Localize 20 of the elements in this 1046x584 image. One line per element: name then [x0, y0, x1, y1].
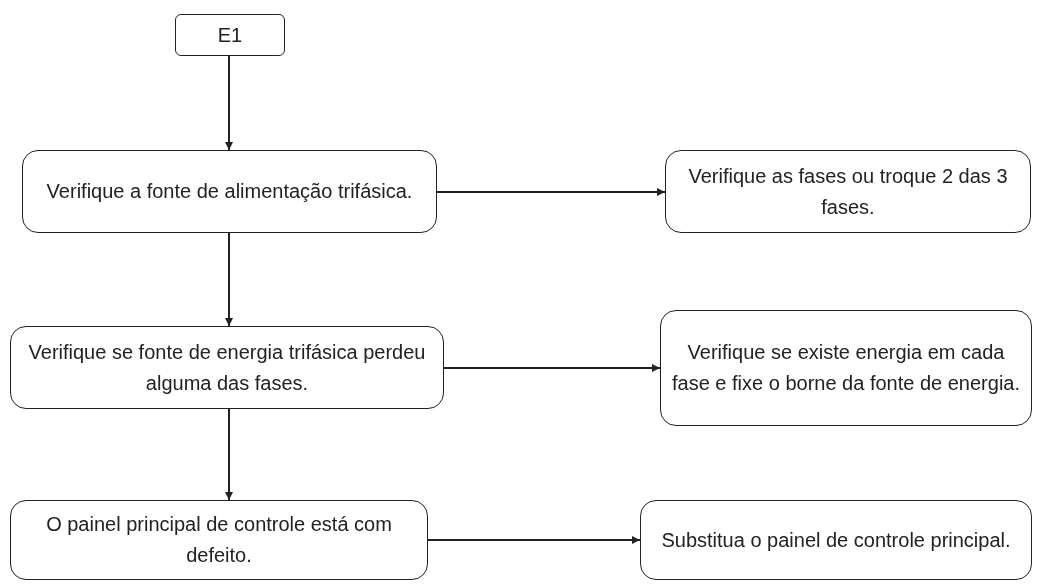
step-text: Verifique se existe energia em cada fase e fixe o borne da fonte de energia.: [671, 340, 1021, 396]
arrow: [225, 408, 233, 501]
process-box: [10, 500, 428, 580]
step-text: E1: [217, 22, 243, 48]
step-text: Verifique se fonte de energia trifásica perdeu alguma das fases.: [27, 339, 427, 396]
step-text: Substitua o painel de controle principal.: [661, 527, 1011, 553]
arrow: [427, 536, 641, 544]
arrow: [225, 232, 233, 327]
process-box: [10, 326, 444, 409]
process-box: [640, 500, 1032, 580]
process-box: [22, 150, 437, 233]
process-box: [175, 14, 285, 56]
arrow: [225, 55, 233, 151]
arrow: [443, 364, 661, 372]
step-text: Verifique a fonte de alimentação trifásica.: [46, 179, 413, 204]
arrow: [436, 188, 666, 196]
process-box: [665, 150, 1031, 233]
step-text: O painel principal de controle está com defeito.: [45, 512, 393, 568]
step-text: Verifique as fases ou troque 2 das 3 fases.: [687, 163, 1009, 220]
process-box: [660, 310, 1032, 426]
